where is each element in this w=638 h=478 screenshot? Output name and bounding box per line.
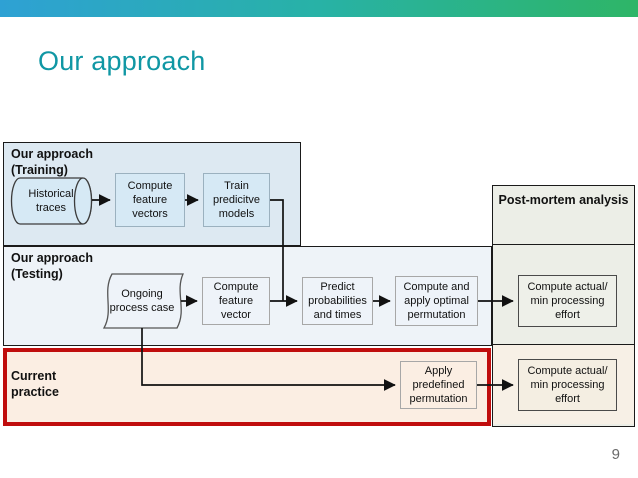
node-predict-probabilities: Predict probabilities and times: [302, 277, 373, 325]
node-train-predictive-models: Train predicitve models: [203, 173, 270, 227]
postmortem-testing-cell: [493, 245, 634, 345]
slide-title: Our approach: [38, 46, 206, 76]
postmortem-label: Post-mortem analysis: [498, 193, 629, 207]
node-compute-feature-vectors: Compute feature vectors: [115, 173, 185, 227]
node-compute-apply-optimal-permutation: Compute and apply optimal permutation: [395, 276, 478, 326]
node-compute-feature-vector: Compute feature vector: [202, 277, 270, 325]
testing-label: Our approach (Testing): [11, 251, 93, 281]
node-compute-actual-effort-current: Compute actual/ min processing effort: [518, 359, 617, 411]
postmortem-header: Post-mortem analysis: [493, 186, 634, 245]
current-practice-label: Current practice: [11, 369, 59, 399]
slide-accent-bar: [0, 0, 638, 17]
training-label: Our approach (Training): [11, 147, 93, 177]
page-number: 9: [611, 446, 620, 463]
node-compute-actual-effort-testing: Compute actual/ min processing effort: [518, 275, 617, 327]
node-apply-predefined-permutation: Apply predefined permutation: [400, 361, 477, 409]
